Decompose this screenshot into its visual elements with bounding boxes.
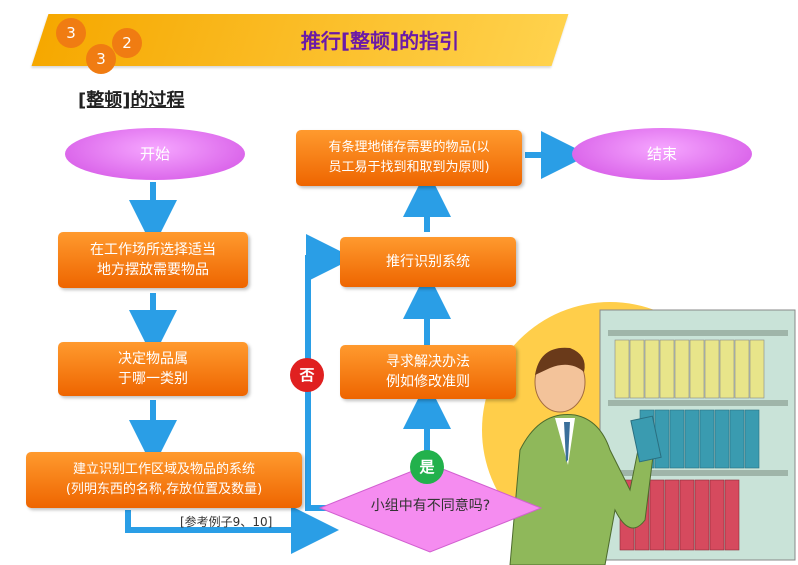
step-text-line: 于哪一类别 bbox=[118, 371, 188, 387]
number-badge: 3 bbox=[86, 44, 116, 74]
arrow-to-decision bbox=[125, 506, 339, 554]
yes-badge: 是 bbox=[410, 450, 444, 484]
step-text-line: 决定物品属 bbox=[118, 351, 188, 367]
decision-diamond bbox=[318, 463, 543, 553]
number-badge: 3 bbox=[56, 18, 86, 48]
step-store-items: 有条理地储存需要的物品(以 员工易于找到和取到为原则) bbox=[296, 130, 522, 186]
step-text-line: 寻求解决办法 bbox=[386, 354, 470, 370]
illustration-person-at-shelf bbox=[482, 302, 796, 565]
no-badge: 否 bbox=[290, 358, 324, 392]
step-text-line: 地方摆放需要物品 bbox=[97, 262, 209, 278]
step-text-line: 员工易于找到和取到为原则) bbox=[328, 160, 490, 175]
reference-note: [参考例子9、10] bbox=[180, 515, 273, 529]
section-title: [整顿]的过程 bbox=[78, 90, 185, 111]
step-decide-category: 决定物品属 于哪一类别 bbox=[58, 342, 248, 396]
step-text-line: (列明东西的名称,存放位置及数量) bbox=[65, 482, 263, 497]
number-badge: 2 bbox=[112, 28, 142, 58]
step-implement-system: 推行识别系统 bbox=[340, 237, 516, 287]
step-text-line: 在工作场所选择适当 bbox=[90, 242, 216, 258]
start-node: 开始 bbox=[65, 128, 245, 180]
page-title: 推行[整顿]的指引 bbox=[300, 29, 460, 53]
step-text-line: 有条理地储存需要的物品(以 bbox=[328, 140, 490, 155]
step-select-location: 在工作场所选择适当 地方摆放需要物品 bbox=[58, 232, 248, 288]
step-build-identification-system: 建立识别工作区域及物品的系统 (列明东西的名称,存放位置及数量) bbox=[26, 452, 302, 508]
step-text-line: 建立识别工作区域及物品的系统 bbox=[72, 462, 255, 477]
end-node: 结束 bbox=[572, 128, 752, 180]
step-text-line: 例如修改准则 bbox=[386, 374, 470, 390]
step-seek-solution: 寻求解决办法 例如修改准则 bbox=[340, 345, 516, 399]
decision-label: 小组中有不同意吗? bbox=[370, 498, 491, 514]
